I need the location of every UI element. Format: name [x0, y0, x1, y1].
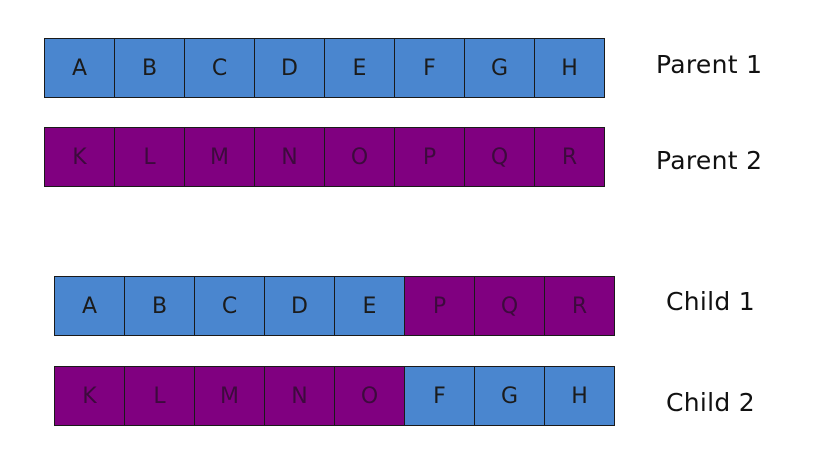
gene-cell: E	[324, 38, 395, 98]
parent-1-label: Parent 1	[656, 50, 763, 79]
gene-cell: R	[544, 276, 615, 336]
gene-cell: A	[54, 276, 125, 336]
gene-cell: B	[124, 276, 195, 336]
gene-cell: Q	[464, 127, 535, 187]
gene-cell: B	[114, 38, 185, 98]
gene-cell: Q	[474, 276, 545, 336]
gene-cell: D	[254, 38, 325, 98]
child-1-chromosome: A B C D E P Q R	[54, 276, 615, 336]
gene-cell: L	[114, 127, 185, 187]
gene-cell: H	[544, 366, 615, 426]
gene-cell: P	[394, 127, 465, 187]
gene-cell: H	[534, 38, 605, 98]
gene-cell: P	[404, 276, 475, 336]
gene-cell: O	[324, 127, 395, 187]
child-1-label: Child 1	[666, 287, 756, 316]
gene-cell: K	[54, 366, 125, 426]
gene-cell: N	[254, 127, 325, 187]
parent-1-chromosome: A B C D E F G H	[44, 38, 605, 98]
child-2-chromosome: K L M N O F G H	[54, 366, 615, 426]
gene-cell: L	[124, 366, 195, 426]
parent-2-label: Parent 2	[656, 146, 763, 175]
gene-cell: F	[394, 38, 465, 98]
gene-cell: F	[404, 366, 475, 426]
gene-cell: C	[194, 276, 265, 336]
gene-cell: D	[264, 276, 335, 336]
gene-cell: E	[334, 276, 405, 336]
gene-cell: R	[534, 127, 605, 187]
gene-cell: A	[44, 38, 115, 98]
gene-cell: N	[264, 366, 335, 426]
parent-2-chromosome: K L M N O P Q R	[44, 127, 605, 187]
gene-cell: K	[44, 127, 115, 187]
gene-cell: O	[334, 366, 405, 426]
gene-cell: G	[474, 366, 545, 426]
gene-cell: M	[184, 127, 255, 187]
gene-cell: C	[184, 38, 255, 98]
gene-cell: M	[194, 366, 265, 426]
child-2-label: Child 2	[666, 388, 756, 417]
gene-cell: G	[464, 38, 535, 98]
